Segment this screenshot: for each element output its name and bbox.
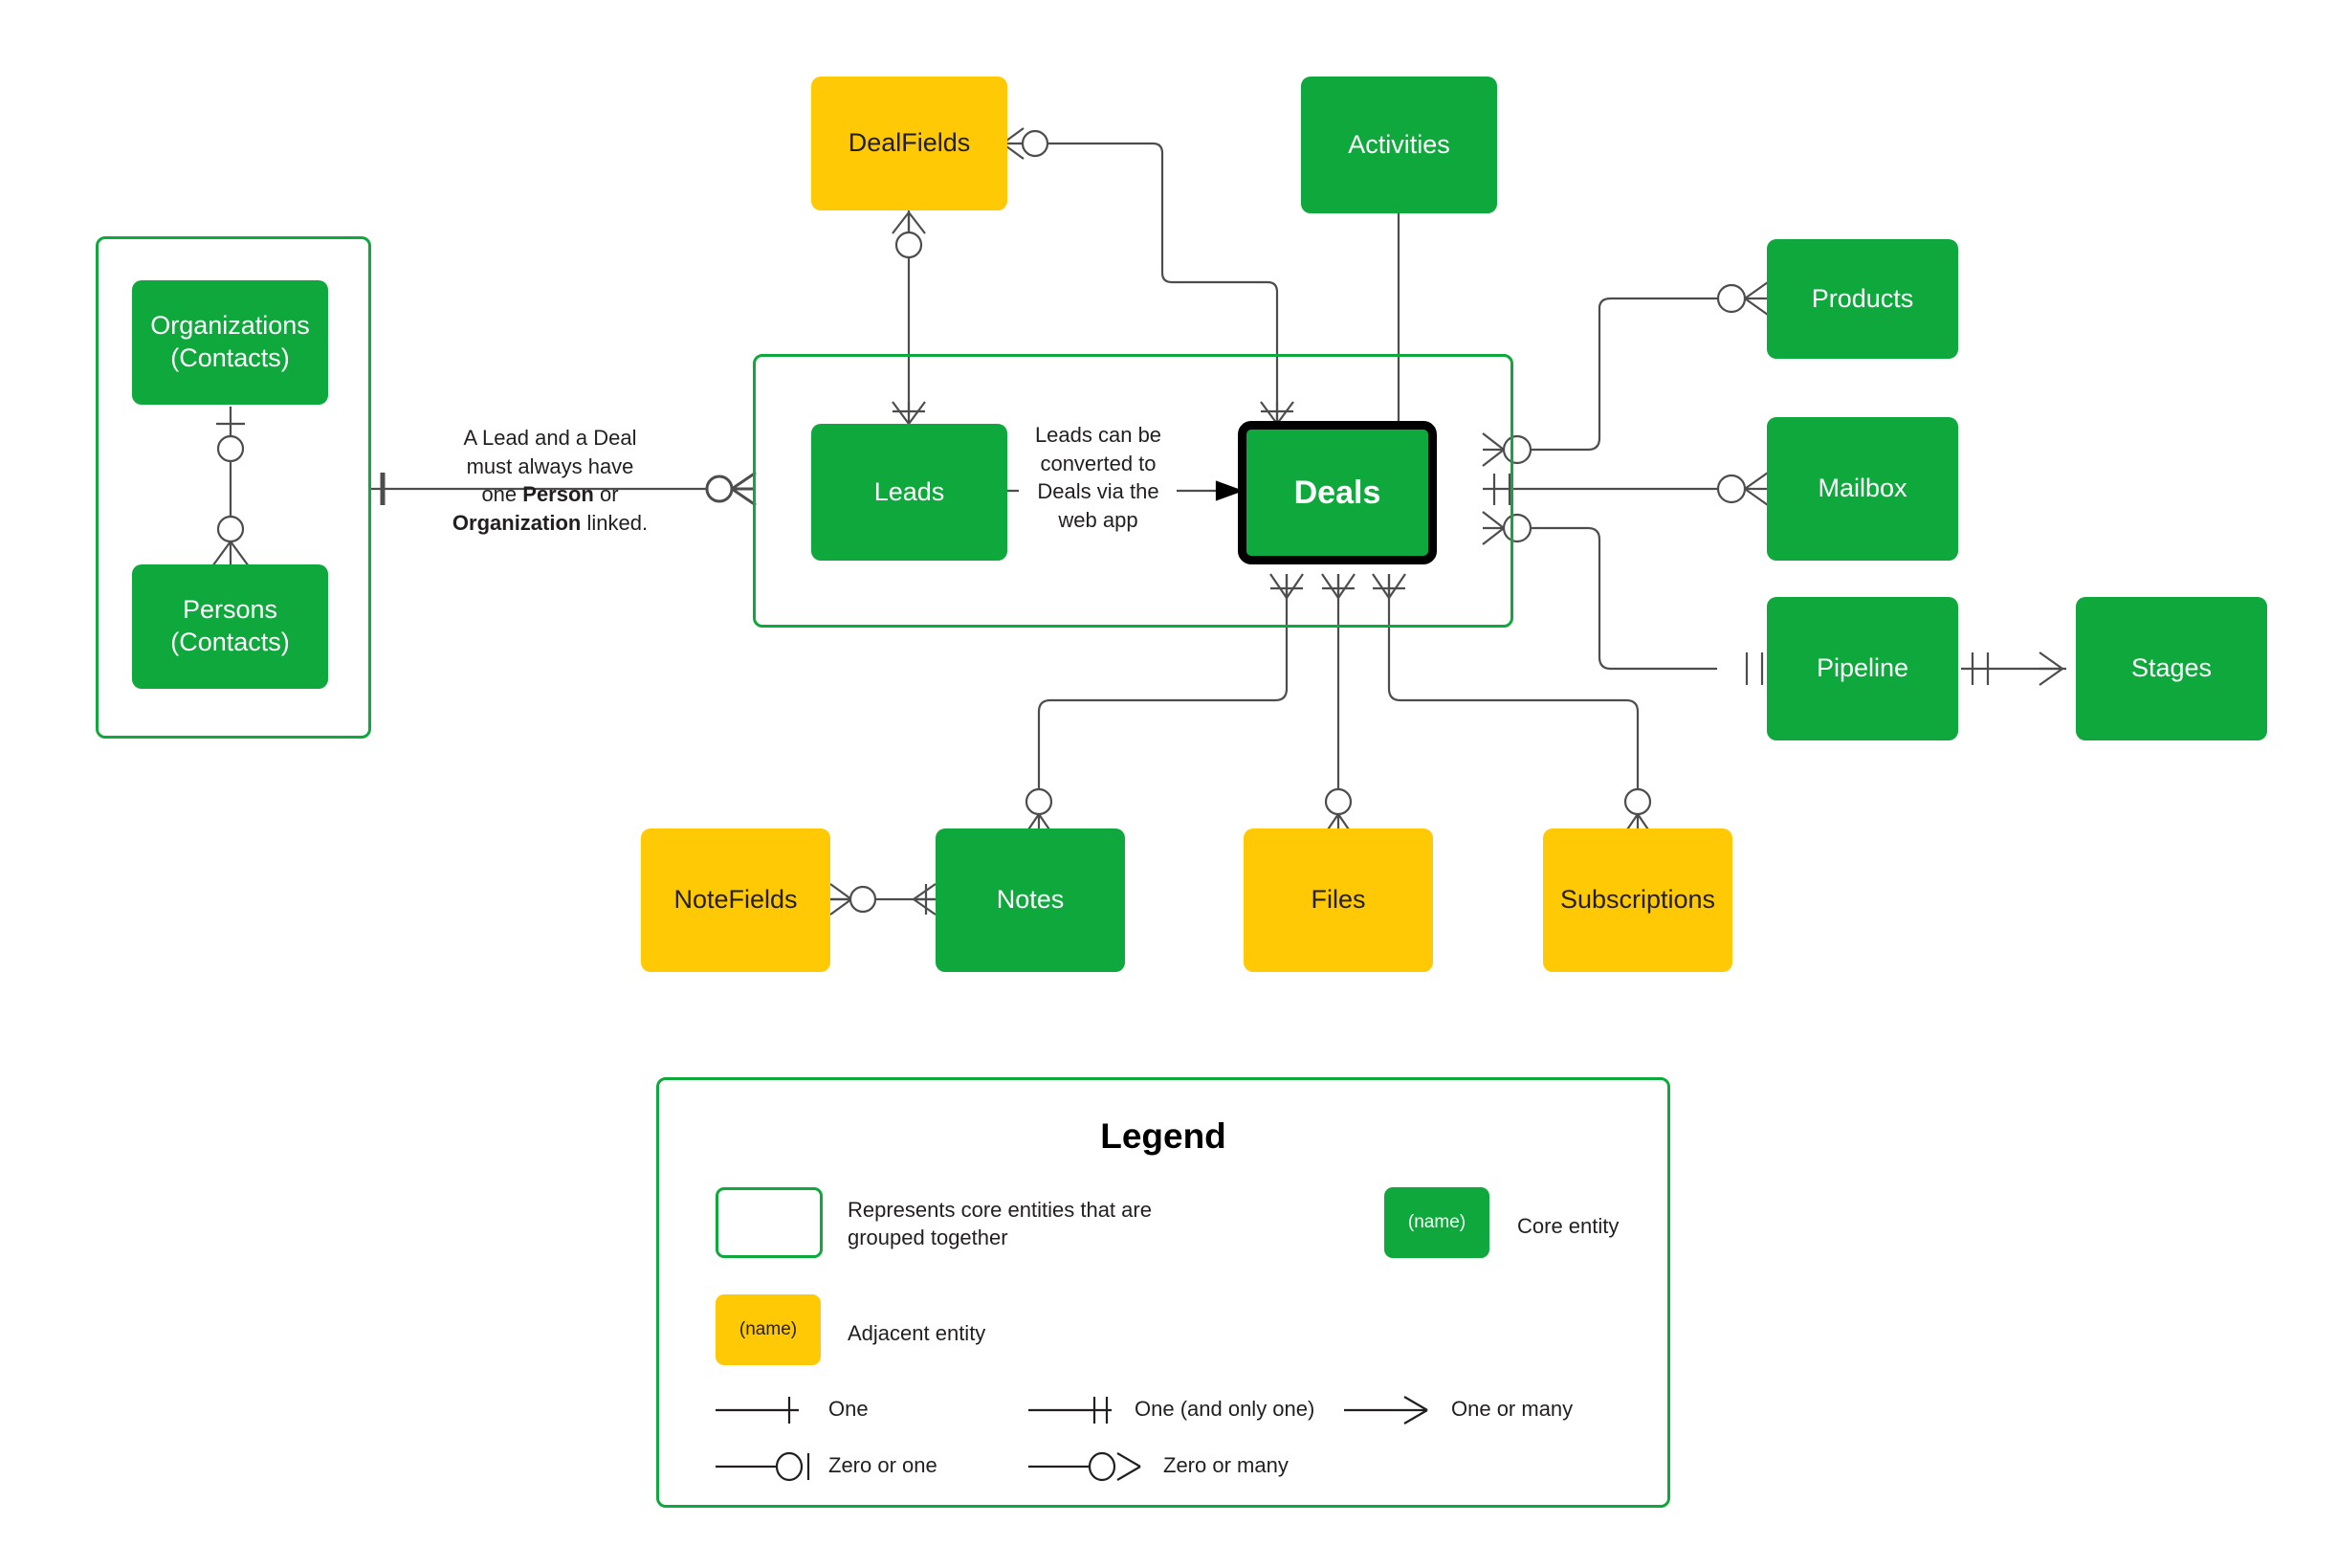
legend-label-zero-or-many: Zero or many [1163,1453,1289,1477]
entity-organizations-label-line2: (Contacts) [170,343,290,372]
legend-swatch-group-box [716,1187,823,1258]
entity-persons-label-line1: Persons [182,595,278,625]
entity-deals-label: Deals [1293,474,1381,511]
annotation-lead-conversion-line1: Leads can be [1034,423,1162,447]
entity-dealfields[interactable]: DealFields [811,77,1007,210]
glyph-one-only-pipeline-right [1971,652,1990,685]
annotation-text-or: or [593,482,619,507]
legend-title: Legend [1100,1116,1226,1156]
annotation-text-one: one [481,482,523,507]
annotation-lead-conversion-line3: Deals via the [1037,479,1159,504]
entity-persons-label-line2: (Contacts) [170,628,290,656]
legend-label-one-and-only-one: One (and only one) [1135,1397,1315,1421]
annotation-contacts-rule-line4: Organization linked. [440,509,660,538]
glyph-zero-dealfields-bottom [894,231,923,259]
entity-products-label: Products [1811,283,1914,313]
entity-activities[interactable]: Activities [1301,77,1497,213]
entity-persons[interactable]: Persons (Contacts) [132,564,328,689]
annotation-contacts-rule: A Lead and a Deal must always have one P… [440,424,660,538]
glyph-one-only-pipeline-left [1745,652,1764,685]
legend-adjacent-placeholder: (name) [739,1319,798,1339]
legend-cardinality-glyphs [716,1396,1428,1482]
glyph-many-dealfields-bottom [892,211,926,234]
annotation-contacts-rule-line2: must always have [466,453,634,478]
glyph-zero-notefields [849,885,877,914]
entity-organizations-label-line1: Organizations [150,311,310,341]
group-box-contacts [96,236,371,739]
legend-label-group-box: Represents core entities that are groupe… [848,1197,1192,1251]
legend-label-adjacent-entity: Adjacent entity [848,1321,986,1345]
annotation-text-organization: Organization [452,511,582,536]
entity-notefields-label: NoteFields [673,885,798,915]
entity-organizations[interactable]: Organizations (Contacts) [132,280,328,405]
group-box-core [753,354,1513,628]
legend-panel: Legend Represents core entities that are… [656,1077,1670,1508]
annotation-contacts-rule-line3: one Person or [440,480,660,509]
entity-deals[interactable]: Deals [1238,421,1437,564]
entity-subscriptions-label: Subscriptions [1559,885,1716,915]
annotation-lead-conversion-line4: web app [1058,508,1138,533]
annotation-lead-conversion: Leads can be converted to Deals via the … [1017,421,1180,535]
glyph-many-notefields [829,883,852,916]
annotation-text-person: Person [522,482,594,507]
entity-mailbox-label: Mailbox [1818,474,1907,503]
legend-label-zero-or-one: Zero or one [828,1453,937,1477]
entity-subscriptions[interactable]: Subscriptions [1543,828,1732,972]
annotation-text-linked: linked. [581,511,649,536]
glyph-zero-core-left [705,475,734,503]
entity-leads[interactable]: Leads [811,424,1007,561]
glyph-many-notes-left [913,883,937,916]
legend-core-placeholder: (name) [1407,1212,1466,1232]
legend-swatch-adjacent-entity: (name) [716,1294,821,1365]
glyph-many-mailbox [1744,472,1769,506]
entity-files[interactable]: Files [1244,828,1433,972]
entity-stages-label: Stages [2130,653,2213,683]
glyph-zero-products [1716,283,1747,314]
wire-deals-products [1483,297,1717,452]
legend-label-core-entity: Core entity [1517,1214,1620,1238]
legend-label-one-or-many: One or many [1451,1397,1574,1421]
entity-notes[interactable]: Notes [936,828,1125,972]
entity-mailbox[interactable]: Mailbox [1767,417,1958,561]
annotation-lead-conversion-line2: converted to [1040,451,1157,475]
entity-leads-label: Leads [873,476,945,506]
entity-activities-label: Activities [1348,129,1450,159]
entity-dealfields-label: DealFields [848,128,971,158]
entity-products[interactable]: Products [1767,239,1958,359]
glyph-zero-notes-top [1025,787,1053,816]
legend-label-one: One [828,1397,869,1421]
entity-files-label: Files [1311,885,1366,915]
glyph-many-products [1744,281,1769,316]
legend-group-box-line1: Represents core entities that are [848,1198,1152,1222]
entity-notes-label: Notes [996,885,1065,915]
entity-stages[interactable]: Stages [2076,597,2267,740]
wire-deals-pipeline [1483,526,1717,671]
glyph-zero-subscriptions-top [1623,787,1652,816]
entity-notefields[interactable]: NoteFields [641,828,830,972]
entity-pipeline[interactable]: Pipeline [1767,597,1958,740]
annotation-contacts-rule-line1: A Lead and a Deal [463,426,637,450]
glyph-zero-dealfields [1021,129,1049,158]
glyph-zero-files-top [1324,787,1353,816]
entity-pipeline-label: Pipeline [1816,653,1909,683]
legend-swatch-core-entity: (name) [1384,1187,1489,1258]
glyph-many-stages [2039,651,2063,686]
glyph-zero-mailbox [1716,474,1747,504]
legend-group-box-line2: grouped together [848,1225,1008,1249]
